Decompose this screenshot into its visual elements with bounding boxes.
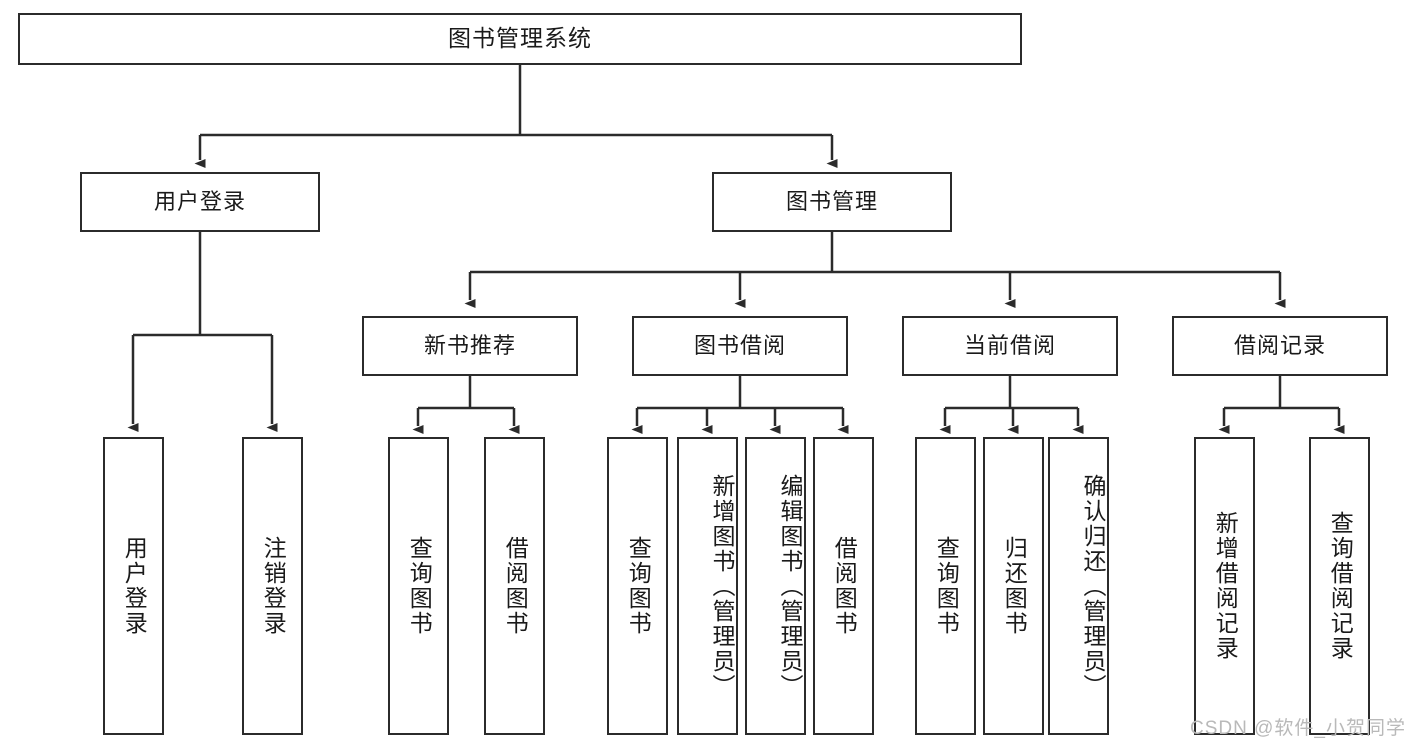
- leaf-borrow-borrow-book[interactable]: 借阅图书: [813, 437, 874, 735]
- watermark-text: CSDN @软件_小贺同学: [1190, 718, 1405, 739]
- node-root-system[interactable]: 图书管理系统: [18, 13, 1022, 65]
- leaf-user-login-signout[interactable]: 注销登录: [242, 437, 303, 735]
- leaf-recommend-borrow-book[interactable]: 借阅图书: [484, 437, 545, 735]
- leaf-current-confirm-return-admin[interactable]: 确认归还（管理员）: [1048, 437, 1109, 735]
- leaf-record-add-record[interactable]: 新增借阅记录: [1194, 437, 1255, 735]
- leaf-borrow-query-book[interactable]: 查询图书: [607, 437, 668, 735]
- leaf-recommend-query-book[interactable]: 查询图书: [388, 437, 449, 735]
- node-borrow-record[interactable]: 借阅记录: [1172, 316, 1388, 376]
- node-book-borrow[interactable]: 图书借阅: [632, 316, 848, 376]
- node-current-borrow[interactable]: 当前借阅: [902, 316, 1118, 376]
- leaf-current-query-book[interactable]: 查询图书: [915, 437, 976, 735]
- leaf-borrow-edit-book-admin[interactable]: 编辑图书（管理员）: [745, 437, 806, 735]
- leaf-user-login-signin[interactable]: 用户登录: [103, 437, 164, 735]
- node-book-management[interactable]: 图书管理: [712, 172, 952, 232]
- node-user-login[interactable]: 用户登录: [80, 172, 320, 232]
- node-new-book-recommend[interactable]: 新书推荐: [362, 316, 578, 376]
- leaf-current-return-book[interactable]: 归还图书: [983, 437, 1044, 735]
- leaf-record-query-record[interactable]: 查询借阅记录: [1309, 437, 1370, 735]
- leaf-borrow-add-book-admin[interactable]: 新增图书（管理员）: [677, 437, 738, 735]
